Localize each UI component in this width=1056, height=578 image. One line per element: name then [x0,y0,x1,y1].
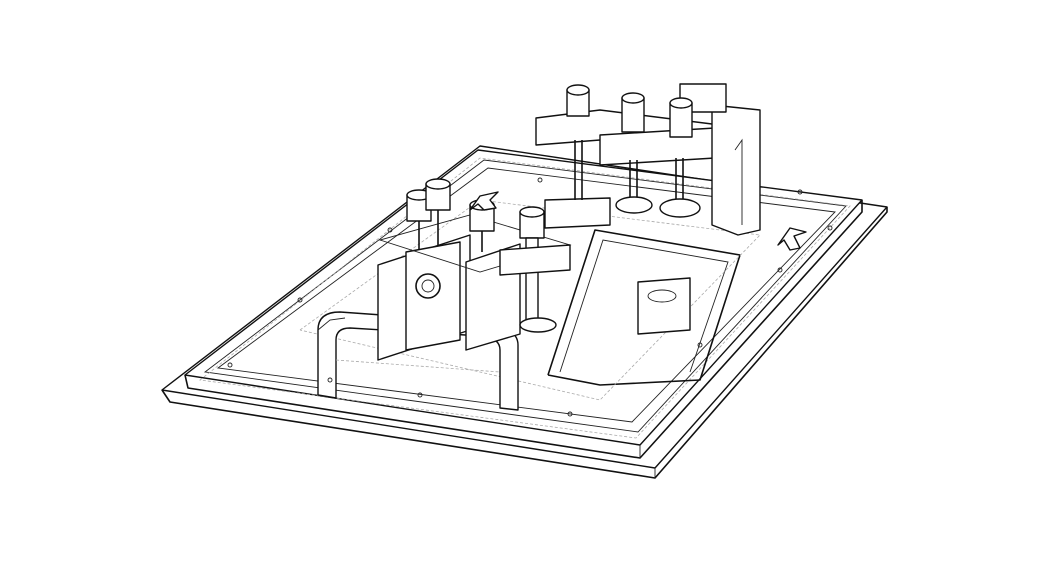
screw [669,97,693,138]
screw [566,84,590,117]
arrow-up-icon [469,191,499,211]
arrow-up-icon [777,227,807,251]
screw [621,92,645,133]
right-clamp-assembly [535,83,761,236]
outer-frame [184,149,863,459]
latch [637,277,691,335]
screw [425,178,451,245]
frame-screws [227,177,833,417]
